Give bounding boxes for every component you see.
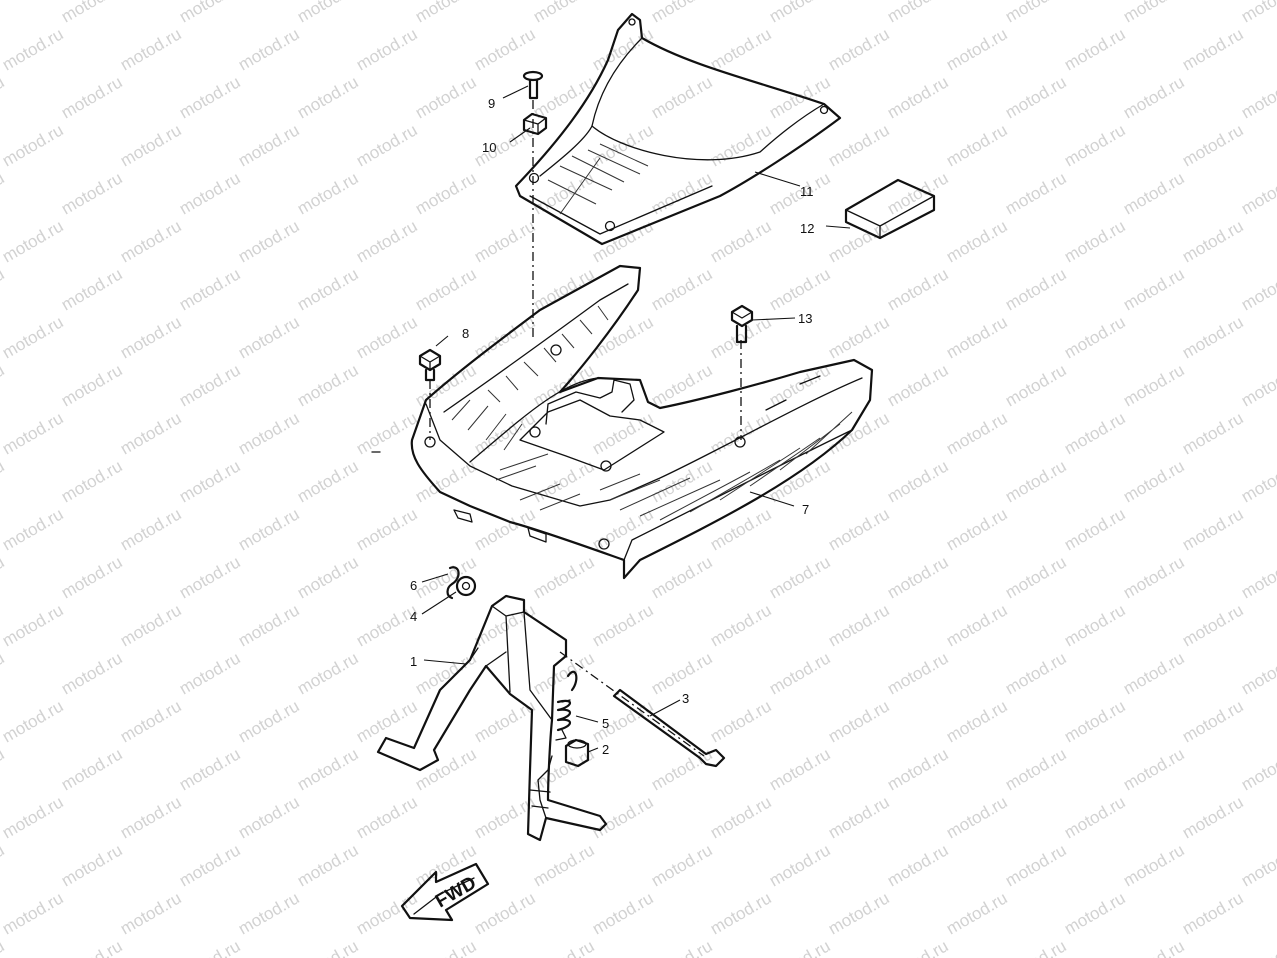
- callout-2: 2: [602, 742, 609, 757]
- part-8-bolt[interactable]: [418, 348, 442, 382]
- callout-5: 5: [602, 716, 609, 731]
- part-7-footrest-board[interactable]: [371, 264, 874, 580]
- callout-13: 13: [798, 311, 812, 326]
- part-9-screw[interactable]: [522, 70, 544, 100]
- part-12-pad[interactable]: [844, 178, 936, 240]
- callout-labels: 9 10 11 12 8 13 7 6 4 1 3 5 2: [410, 96, 814, 757]
- part-2-stopper-rubber[interactable]: [564, 738, 590, 768]
- part-5-spring[interactable]: [555, 670, 578, 741]
- part-1-center-stand[interactable]: [376, 594, 608, 842]
- part-6-clip[interactable]: [446, 566, 460, 600]
- fwd-direction-arrow: FWD: [400, 862, 490, 922]
- callout-11: 11: [800, 184, 814, 199]
- part-13-bolt[interactable]: [730, 304, 754, 344]
- callout-10: 10: [482, 140, 496, 155]
- part-11-leg-shield-cover[interactable]: [514, 12, 842, 246]
- callout-9: 9: [488, 96, 495, 111]
- callout-7: 7: [802, 502, 809, 517]
- part-4-washer[interactable]: [455, 575, 477, 597]
- callout-6: 6: [410, 578, 417, 593]
- callout-12: 12: [800, 221, 814, 236]
- callout-8: 8: [462, 326, 469, 341]
- part-10-nut[interactable]: [522, 112, 548, 136]
- part-3-shaft[interactable]: [612, 688, 726, 768]
- callout-1: 1: [410, 654, 417, 669]
- callout-4: 4: [410, 609, 417, 624]
- leader-lines: [421, 85, 851, 753]
- callout-3: 3: [682, 691, 689, 706]
- fwd-label: FWD: [432, 873, 480, 913]
